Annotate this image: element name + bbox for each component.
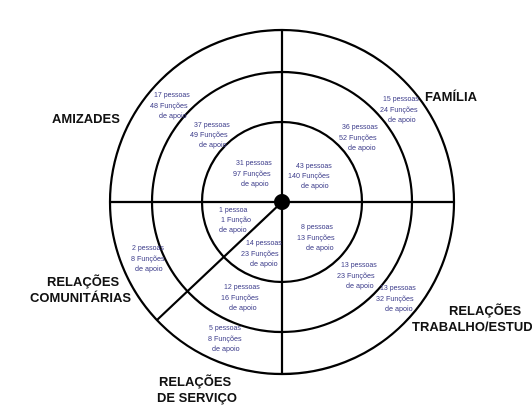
cell-familia-middle: 36 pessoas 52 Funções de apoio <box>339 124 378 152</box>
cell-functions-sub: de apoio <box>250 259 278 268</box>
cell-servico-outer: 5 pessoas 8 Funções de apoio <box>208 325 242 353</box>
cell-functions-sub: de apoio <box>219 225 247 234</box>
cell-amizades-middle: 37 pessoas 49 Funções de apoio <box>190 122 230 149</box>
cell-people: 13 pessoas <box>341 262 377 269</box>
cell-comunitarias-inner: 1 pessoa 1 Função de apoio <box>219 207 251 234</box>
cell-functions: 8 Funções <box>208 334 242 343</box>
cell-functions: 8 Funções <box>131 254 165 263</box>
cell-servico-middle: 12 pessoas 16 Funções de apoio <box>221 284 260 312</box>
diagonal-divider <box>156 201 283 321</box>
cell-people: 37 pessoas <box>194 122 230 129</box>
cell-functions: 23 Funções <box>337 271 375 280</box>
cell-functions: 23 Funções <box>241 249 279 258</box>
cell-functions: 32 Funções <box>376 294 414 303</box>
cell-functions-sub: de apoio <box>388 115 416 124</box>
label-trabalho-line1: RELAÇÕES <box>449 303 522 318</box>
cell-people: 43 pessoas <box>296 163 332 170</box>
cell-people: 5 pessoas <box>209 325 241 332</box>
cell-functions: 24 Funções <box>380 105 418 114</box>
cell-trabalho-outer: 13 pessoas 32 Funções de apoio <box>376 285 416 313</box>
cell-functions: 16 Funções <box>221 293 259 302</box>
cell-functions-sub: de apoio <box>301 181 329 190</box>
cell-people: 36 pessoas <box>342 124 378 131</box>
label-servico-line1: RELAÇÕES <box>159 374 232 389</box>
cell-people: 13 pessoas <box>380 285 416 292</box>
cell-people: 31 pessoas <box>236 160 272 167</box>
cell-functions-sub: de apoio <box>348 143 376 152</box>
center-dot <box>274 194 290 210</box>
cell-functions: 1 Função <box>221 215 251 224</box>
cell-functions: 13 Funções <box>297 233 335 242</box>
cell-functions-sub: de apoio <box>306 243 334 252</box>
label-amizades: AMIZADES <box>52 111 120 126</box>
cell-trabalho-inner: 8 pessoas 13 Funções de apoio <box>297 224 335 252</box>
cell-functions-sub: de apoio <box>229 303 257 312</box>
cell-people: 8 pessoas <box>301 224 333 231</box>
cell-functions-sub: de apoio <box>212 344 240 353</box>
cell-people: 15 pessoas <box>383 96 419 103</box>
cell-comunitarias-middle: 2 pessoas 8 Funções de apoio <box>131 245 165 273</box>
cell-servico-inner: 14 pessoas 23 Funções de apoio <box>241 240 282 268</box>
cell-functions: 52 Funções <box>339 133 377 142</box>
cell-functions: 49 Funções <box>190 130 228 139</box>
cell-functions: 140 Funções <box>288 171 330 180</box>
cell-people: 2 pessoas <box>132 245 164 252</box>
cell-functions-sub: de apoio <box>159 111 187 120</box>
label-trabalho-line2: TRABALHO/ESTUDO <box>412 319 532 334</box>
cell-functions: 48 Funções <box>150 101 188 110</box>
cell-people: 14 pessoas <box>246 240 282 247</box>
cell-people: 1 pessoa <box>219 207 248 214</box>
label-familia: FAMÍLIA <box>425 89 478 104</box>
cell-amizades-outer: 17 pessoas 48 Funções de apoio <box>150 92 190 120</box>
label-servico-line2: DE SERVIÇO <box>157 390 237 405</box>
cell-functions: 97 Funções <box>233 169 271 178</box>
cell-familia-inner: 43 pessoas 140 Funções de apoio <box>288 163 332 190</box>
cell-functions-sub: de apoio <box>135 264 163 273</box>
cell-trabalho-middle: 13 pessoas 23 Funções de apoio <box>337 262 377 290</box>
label-comunitarias-line2: COMUNITÁRIAS <box>30 290 131 305</box>
label-comunitarias-line1: RELAÇÕES <box>47 274 120 289</box>
cell-functions-sub: de apoio <box>199 140 227 149</box>
cell-functions-sub: de apoio <box>241 179 269 188</box>
cell-people: 12 pessoas <box>224 284 260 291</box>
cell-familia-outer: 15 pessoas 24 Funções de apoio <box>380 96 419 124</box>
cell-people: 17 pessoas <box>154 92 190 99</box>
cell-functions-sub: de apoio <box>385 304 413 313</box>
cell-functions-sub: de apoio <box>346 281 374 290</box>
cell-amizades-inner: 31 pessoas 97 Funções de apoio <box>233 160 272 188</box>
